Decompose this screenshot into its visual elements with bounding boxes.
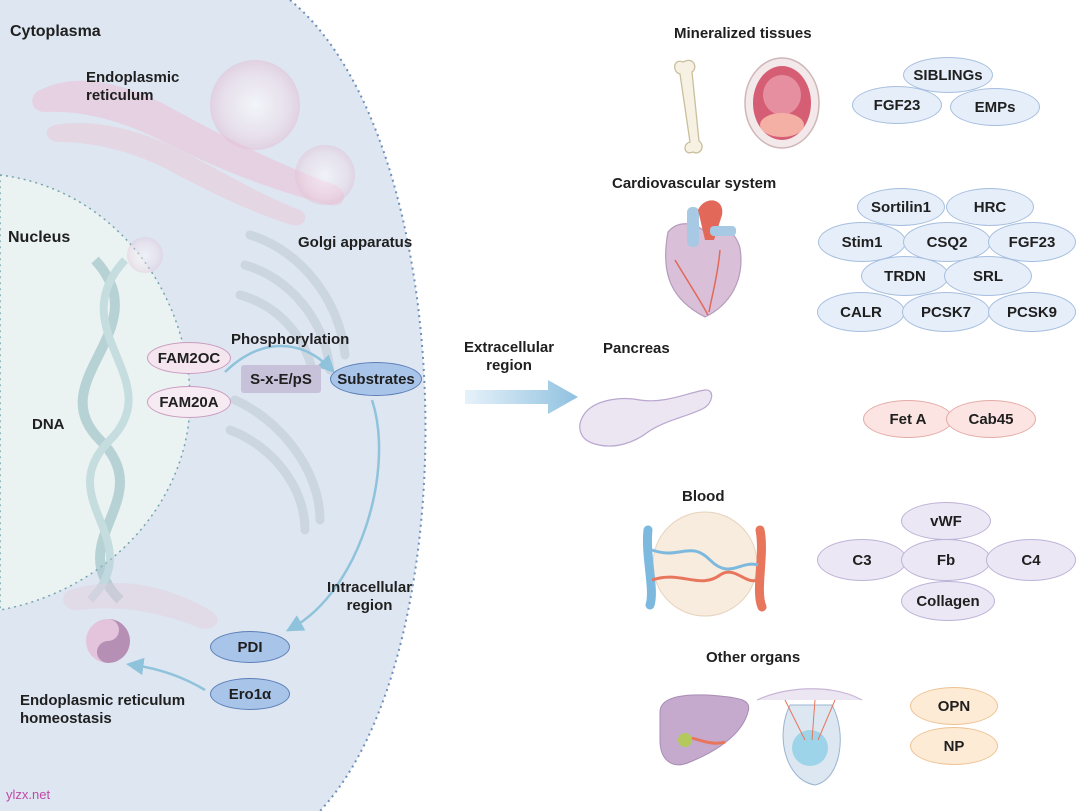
protein-srl: SRL [944, 256, 1032, 296]
protein-c3: C3 [817, 539, 907, 581]
intracellular-label: Intracellular region [327, 579, 413, 614]
extracellular-label: Extracellular region [464, 339, 555, 374]
mouth-icon [744, 57, 820, 149]
pdi-pill: PDI [210, 631, 290, 663]
fam20a-pill: FAM20A [147, 386, 231, 418]
protein-csq2: CSQ2 [903, 222, 991, 262]
protein-fb: Fb [901, 539, 991, 581]
heart-icon [665, 200, 742, 318]
mineralized-title: Mineralized tissues [674, 25, 812, 42]
protein-cab45: Cab45 [946, 400, 1036, 438]
trafficking-arrow [285, 399, 381, 632]
protein-emps: EMPs [950, 88, 1040, 126]
protein-opn: OPN [910, 687, 998, 725]
protein-c4: C4 [986, 539, 1076, 581]
protein-trdn: TRDN [861, 256, 949, 296]
phosphorylation-label: Phosphorylation [231, 331, 350, 348]
dna-label: DNA [32, 416, 65, 433]
pancreas-icon [579, 389, 713, 447]
protein-np: NP [910, 727, 998, 765]
dna-helix [77, 256, 133, 604]
golgi-label: Golgi apparatus [298, 234, 413, 251]
motif-box: S-x-E/pS [241, 365, 321, 393]
other-organs-title: Other organs [706, 649, 801, 666]
extracellular-arrow [465, 380, 578, 414]
er-shape [32, 80, 345, 629]
protein-fgf23-cardio: FGF23 [988, 222, 1076, 262]
protein-siblings: SIBLINGs [903, 57, 993, 93]
blood-vessel-icon [642, 511, 767, 617]
blood-title: Blood [682, 488, 725, 505]
er-label: Endoplasmic reticulum [86, 69, 180, 104]
protein-hrc: HRC [946, 188, 1034, 226]
liver-icon [659, 694, 750, 766]
protein-stim1: Stim1 [818, 222, 906, 262]
vesicles [127, 60, 355, 273]
fam20c-pill: FAM2OC [147, 342, 231, 374]
cytoplasma-label: Cytoplasma [10, 23, 101, 40]
protein-fgf23-mineral: FGF23 [852, 86, 942, 124]
ero1a-pill: Ero1α [210, 678, 290, 710]
kidney-icon [756, 688, 863, 786]
protein-pcsk7: PCSK7 [902, 292, 990, 332]
cardio-title: Cardiovascular system [612, 175, 777, 192]
protein-collagen: Collagen [901, 581, 995, 621]
homeostasis-arrow [126, 657, 206, 692]
pancreas-title: Pancreas [603, 340, 670, 357]
watermark: ylzx.net [6, 787, 51, 802]
bone-icon [674, 59, 703, 154]
protein-pcsk9: PCSK9 [988, 292, 1076, 332]
substrates-pill: Substrates [330, 362, 422, 396]
nucleus-label: Nucleus [8, 229, 71, 246]
protein-sortilin1: Sortilin1 [857, 188, 945, 226]
protein-calr: CALR [817, 292, 905, 332]
nucleus-region [0, 174, 191, 611]
er-homeostasis-label: Endoplasmic reticulum homeostasis [20, 692, 186, 727]
protein-fet-a: Fet A [863, 400, 953, 438]
phosphorylation-arrow [224, 344, 335, 373]
protein-vwf: vWF [901, 502, 991, 540]
yin-yang-icon [86, 619, 130, 663]
